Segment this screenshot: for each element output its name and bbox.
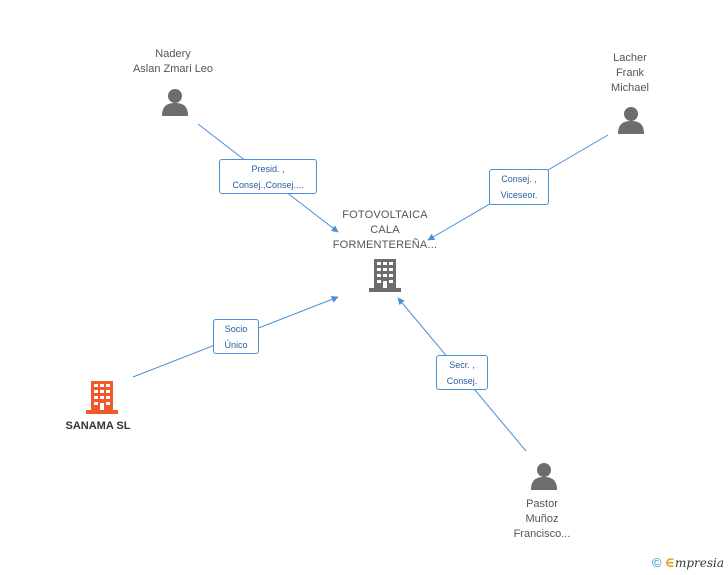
footer-brand: ©∈mpresia [652,555,724,571]
role-line: Presid. , [251,164,285,174]
role-line: Único [224,340,248,350]
person-label-lacher[interactable]: Lacher Frank Michael [590,51,670,96]
role-line: Secr. , [449,360,475,370]
company-label-sanama[interactable]: SANAMA SL [50,419,146,434]
person-icon[interactable] [618,107,644,134]
person-icon[interactable] [162,89,188,116]
role-line: Viceseor. [500,190,538,200]
company-name: SANAMA SL [65,420,131,432]
center-company-label[interactable]: FOTOVOLTAICA CALA FORMENTEREÑA... [330,208,440,253]
role-line: Consej. , [501,174,537,184]
edge-role-pastor[interactable]: Secr. , Consej. [436,355,488,390]
person-name-line: Pastor [526,498,558,510]
empresia-logo[interactable]: ∈mpresia [664,555,724,571]
center-label-line: FOTOVOLTAICA [342,209,428,221]
person-name-line: Nadery [155,48,191,60]
center-label-line: FORMENTEREÑA... [332,239,438,251]
edge-role-nadery[interactable]: Presid. , Consej.,Consej.... [219,159,317,194]
person-name-line: Muñoz [525,513,559,525]
edge-role-lacher[interactable]: Consej. , Viceseor. [489,169,549,205]
role-line: Socio [224,324,248,334]
person-name-line: Francisco... [513,528,571,540]
person-label-pastor[interactable]: Pastor Muñoz Francisco... [497,497,587,542]
building-icon[interactable] [369,259,401,292]
center-label-line: CALA [370,224,400,236]
person-name-line: Lacher [613,52,647,64]
person-name-line: Michael [611,82,649,94]
person-label-nadery[interactable]: Nadery Aslan Zmari Leo [113,47,233,77]
person-name-line: Frank [615,67,645,79]
role-line: Consej.,Consej.... [232,180,304,190]
edge-role-sanama[interactable]: Socio Único [213,319,259,354]
brand-initial: ∈ [664,555,675,571]
role-line: Consej. [446,376,478,386]
person-icon[interactable] [531,463,557,490]
copyright-icon: © [651,555,662,570]
brand-rest: mpresia [674,556,724,570]
building-icon[interactable] [86,381,118,414]
person-name-line: Aslan Zmari Leo [132,63,214,75]
